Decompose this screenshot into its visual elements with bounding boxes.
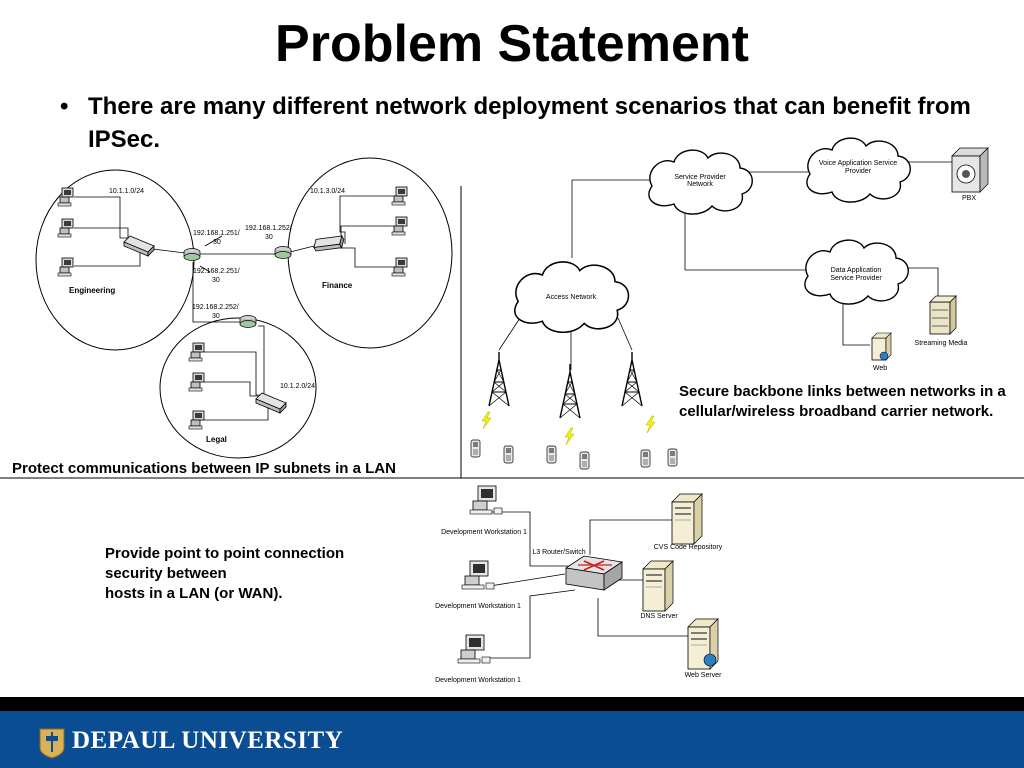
web-label: Web [873, 365, 887, 372]
bullet-marker: • [60, 93, 69, 120]
dev-workstation-label-2: Development Workstation 1 [435, 603, 521, 610]
legal-subnet-circle [159, 317, 317, 459]
cell-tower-3 [621, 351, 643, 407]
service-provider-label-2: Network [687, 181, 713, 188]
footer-bar [0, 711, 1024, 768]
footer-rule [0, 697, 1024, 711]
engineering-pc-1 [57, 187, 74, 207]
dns-server-label: DNS Server [640, 613, 678, 620]
university-wordmark[interactable]: DEPAUL UNIVERSITY [72, 727, 344, 754]
globe-icon [703, 653, 717, 667]
data-app-label-1: Data Application [831, 267, 882, 274]
cvs-server-icon [671, 493, 703, 545]
dev-workstation-label-1: Development Workstation 1 [441, 529, 527, 536]
web-server-small [871, 332, 892, 361]
engineering-pc-3 [57, 257, 74, 277]
l3-switch-icon [564, 555, 624, 591]
router-2-ip-a-prefix: 30 [265, 234, 273, 241]
finance-subnet-circle [287, 157, 453, 349]
p2p-caption: Provide point to point connection securi… [105, 544, 405, 604]
cell-tower-2 [559, 363, 581, 419]
mobile-phone-3 [546, 445, 557, 464]
finance-pc-3 [391, 257, 408, 277]
router-3-ip-a: 192.168.2.252/ [192, 304, 239, 311]
router-1-ip-a: 192.168.1.251/ [193, 230, 240, 237]
wireless-signal-icon-2 [564, 427, 575, 446]
mobile-phone-4 [579, 451, 590, 470]
access-network-label: Access Network [546, 294, 597, 301]
slide-title: Problem Statement [275, 15, 749, 73]
l3-switch-label: L3 Router/Switch [532, 549, 585, 556]
wireless-caption: Secure backbone links between networks i… [679, 383, 1006, 420]
pbx-label: PBX [962, 195, 976, 202]
legal-switch [255, 392, 287, 414]
finance-network-label: 10.1.3.0/24 [310, 188, 345, 195]
legal-label: Legal [206, 435, 227, 444]
engineering-network-label: 10.1.1.0/24 [109, 188, 144, 195]
mobile-phone-5 [640, 449, 651, 468]
bullet-text: There are many different network deploym… [88, 93, 971, 153]
legal-network-label: 10.1.2.0/24 [280, 383, 315, 390]
data-app-label-2: Service Provider [830, 275, 882, 282]
lan-diagram: 10.1.1.0/24 10.1.3.0/24 10.1.2.0/24 Engi… [35, 157, 453, 459]
dev-workstation-icon-2 [461, 560, 495, 590]
wireless-diagram: Service Provider Network Voice Applicati… [470, 137, 989, 470]
wireless-signal-icon-3 [645, 415, 656, 434]
mobile-phone-2 [503, 445, 514, 464]
engineering-pc-2 [57, 218, 74, 238]
router-1-ip-a-prefix: 30 [213, 239, 221, 246]
finance-pc-2 [391, 216, 408, 236]
router-1-ip-b-prefix: 30 [212, 277, 220, 284]
cell-tower-1 [488, 351, 510, 407]
router-2-ip-a: 192.168.1.252/ [245, 225, 292, 232]
legal-pc-3 [188, 410, 205, 430]
streaming-media-server [929, 295, 957, 335]
p2p-caption-line-1: Provide point to point connection [105, 545, 345, 562]
lan-caption: Protect communications between IP subnet… [12, 460, 396, 477]
finance-pc-1 [391, 186, 408, 206]
dev-workstation-icon-1 [469, 485, 503, 515]
service-provider-label-1: Service Provider [674, 174, 726, 181]
voice-app-label-2: Provider [845, 168, 872, 175]
router-1 [183, 248, 201, 261]
router-2 [274, 246, 292, 259]
router-3 [239, 315, 257, 328]
legal-pc-1 [188, 342, 205, 362]
engineering-label: Engineering [69, 286, 115, 295]
finance-label: Finance [322, 281, 353, 290]
dns-server-icon [642, 560, 674, 612]
dev-workstation-icon-3 [457, 634, 491, 664]
dev-workstation-label-3: Development Workstation 1 [435, 677, 521, 684]
router-1-ip-b: 192.168.2.251/ [193, 268, 240, 275]
p2p-diagram: Development Workstation 1 Development Wo… [435, 485, 723, 684]
cvs-server-label: CVS Code Repository [654, 544, 723, 551]
mobile-phone-6 [667, 448, 678, 467]
streaming-media-label: Streaming Media [915, 340, 968, 347]
wireless-signal-icon-1 [481, 411, 492, 430]
engineering-switch [123, 235, 155, 257]
p2p-caption-line-3: hosts in a LAN (or WAN). [105, 585, 283, 602]
mobile-phone-1 [470, 439, 481, 458]
legal-pc-2 [188, 372, 205, 392]
p2p-caption-line-2: security between [105, 565, 227, 582]
pbx-device [951, 147, 989, 193]
voice-app-label-1: Voice Application Service [819, 160, 897, 167]
router-3-ip-a-prefix: 30 [212, 313, 220, 320]
web-server-label: Web Server [685, 672, 722, 679]
